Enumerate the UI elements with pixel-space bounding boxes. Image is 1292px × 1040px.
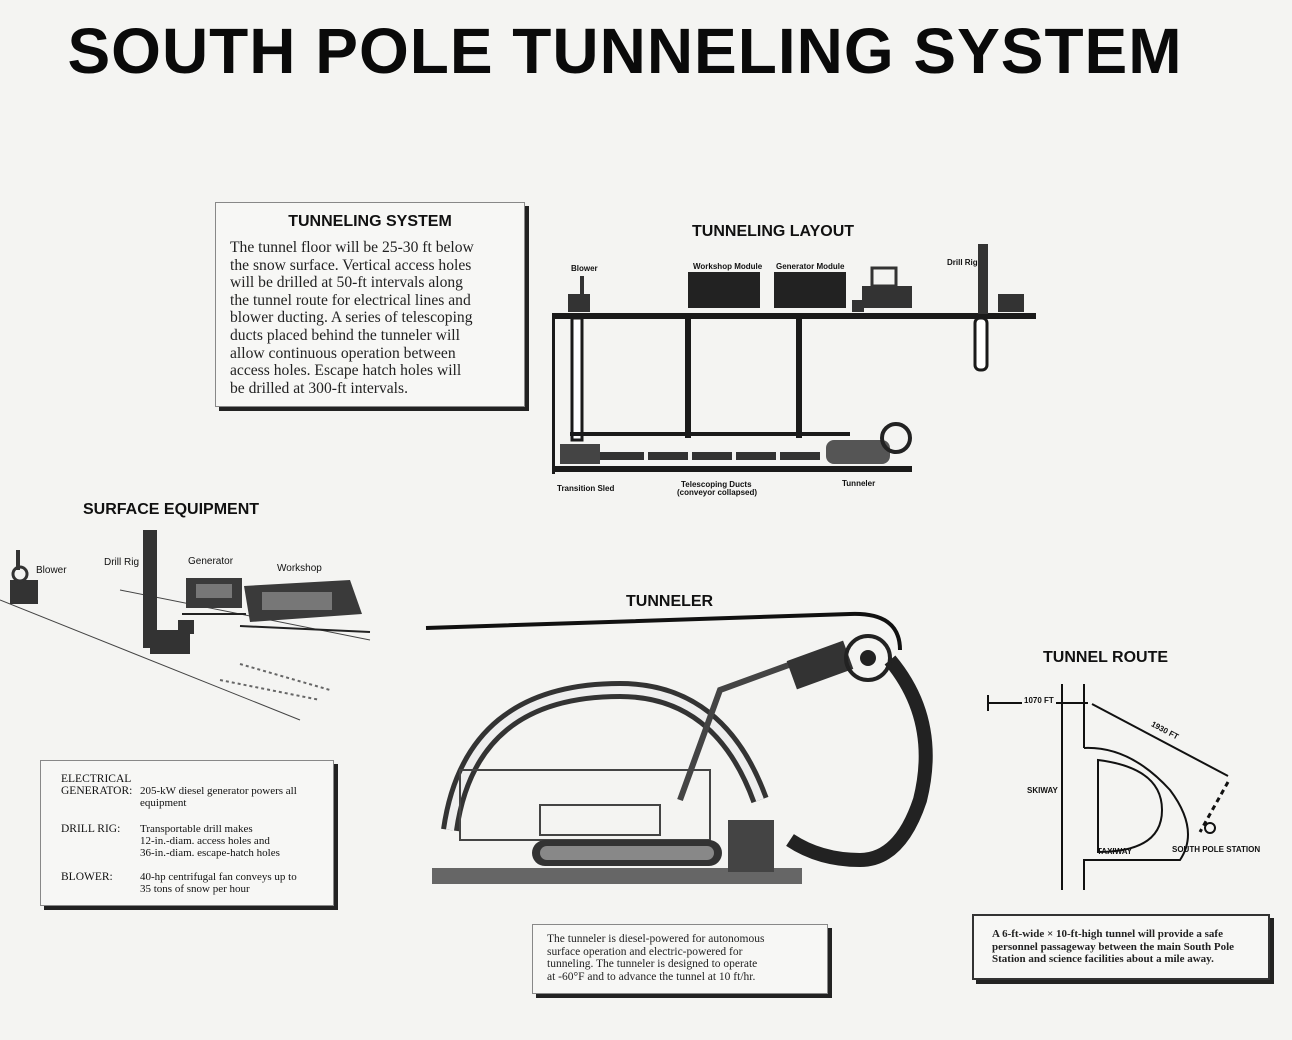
surface-workshop (239, 580, 371, 633)
layout-label-transition-sled: Transition Sled (557, 484, 615, 493)
surface-equipment-specs-box: ELECTRICAL GENERATOR: 205-kW diesel gene… (40, 760, 334, 906)
spec-desc-line: 35 tons of snow per hour (140, 883, 250, 895)
route-label-1070: 1070 FT (1022, 696, 1056, 705)
layout-bulldozer (852, 266, 912, 312)
surface-label-workshop: Workshop (277, 563, 322, 574)
tunnel-route-caption-line: personnel passageway between the main So… (992, 940, 1235, 953)
spec-term: BLOWER: (61, 871, 113, 883)
snow-surface-line (552, 313, 1036, 319)
surface-label-blower: Blower (36, 565, 67, 576)
tunneling-system-heading: TUNNELING SYSTEM (288, 213, 452, 230)
spec-desc-line: 36-in.-diam. escape-hatch holes (140, 847, 280, 859)
tunneling-system-text: The tunnel floor will be 25-30 ft below … (230, 239, 520, 397)
tunnel-roof (570, 432, 850, 436)
spec-desc-line: 12-in.-diam. access holes and (140, 835, 270, 847)
tunneler-caption-box: The tunneler is diesel-powered for auton… (532, 924, 828, 994)
spec-desc-line: Transportable drill makes (140, 823, 253, 835)
surface-blower (10, 550, 38, 604)
tunneler-caption-line: The tunneler is diesel-powered for auton… (547, 933, 765, 945)
drill-shaft (973, 316, 989, 372)
layout-label-workshop-module: Workshop Module (693, 262, 763, 271)
layout-blower (568, 294, 590, 312)
tunneling-layout-heading: TUNNELING LAYOUT (692, 223, 855, 240)
tunneler-caption-line: surface operation and electric-powered f… (547, 945, 743, 958)
spec-term-line: GENERATOR: (61, 785, 133, 797)
workshop-module (688, 272, 760, 308)
layout-label-blower: Blower (571, 264, 598, 273)
tunneling-system-line: access holes. Escape hatch holes will (230, 362, 462, 380)
spec-desc: 40-hp centrifugal fan conveys up to 35 t… (140, 871, 330, 895)
access-shaft (796, 318, 802, 438)
layout-tunneler (826, 422, 912, 464)
tunnel-route-caption-box: A 6-ft-wide × 10-ft-high tunnel will pro… (972, 914, 1270, 980)
tunneler-heading: TUNNELER (626, 593, 714, 610)
tunneling-system-line: the tunnel route for electrical lines an… (230, 291, 471, 309)
tunneling-system-line: ducts placed behind the tunneler will (230, 326, 460, 344)
tunneling-system-line: The tunnel floor will be 25-30 ft below (230, 239, 474, 256)
tunnel-route-heading: TUNNEL ROUTE (1043, 649, 1169, 666)
tunnel-floor (552, 466, 912, 472)
surface-drill-rig (143, 530, 194, 654)
spec-term-line: ELECTRICAL (61, 773, 132, 785)
tunneler-caption-line: at -60°F and to advance the tunnel at 10… (547, 970, 756, 983)
tunnel-route-caption-line: Station and science facilities about a m… (992, 953, 1214, 965)
tunneling-system-line: be drilled at 300-ft intervals. (230, 379, 408, 397)
tunneler-caption: The tunneler is diesel-powered for auton… (547, 933, 827, 983)
surface-label-drill-rig: Drill Rig (104, 557, 139, 568)
tunnel-route-caption: A 6-ft-wide × 10-ft-high tunnel will pro… (992, 928, 1264, 966)
route-label-station: SOUTH POLE STATION (1172, 845, 1261, 854)
layout-label-generator-module: Generator Module (776, 262, 845, 271)
spec-term: ELECTRICAL GENERATOR: (61, 773, 141, 797)
layout-label-tunneler: Tunneler (842, 479, 876, 488)
generator-module (774, 272, 846, 308)
diagram-frame (552, 319, 555, 474)
layout-label-conveyor-collapsed: (conveyor collapsed) (677, 488, 758, 497)
tunnel-route-caption-line: A 6-ft-wide × 10-ft-high tunnel will pro… (992, 928, 1223, 940)
tunneling-system-line: allow continuous operation between (230, 344, 456, 362)
access-shaft (570, 316, 584, 442)
surface-label-generator: Generator (188, 556, 234, 567)
layout-label-telescoping-ducts: Telescoping Ducts (681, 480, 752, 489)
tunnel-ground (432, 868, 802, 884)
page-title: SOUTH POLE TUNNELING SYSTEM (67, 15, 1183, 87)
spec-desc-line: 205-kW diesel generator powers all (140, 785, 297, 797)
access-shaft (685, 318, 691, 438)
spec-term: DRILL RIG: (61, 823, 121, 835)
telescoping-ducts (600, 452, 820, 460)
tunneling-system-line: blower ducting. A series of telescoping (230, 309, 473, 327)
spec-desc-line: 40-hp centrifugal fan conveys up to (140, 871, 297, 883)
route-label-skiway: SKIWAY (1027, 786, 1058, 795)
spec-desc: Transportable drill makes 12-in.-diam. a… (140, 823, 330, 859)
surface-equipment-heading: SURFACE EQUIPMENT (83, 501, 260, 518)
layout-label-drill-rig: Drill Rig (947, 258, 978, 267)
surface-generator (182, 578, 246, 615)
tunneling-system-box: TUNNELING SYSTEM The tunnel floor will b… (215, 202, 525, 407)
tunneling-system-line: will be drilled at 50-ft intervals along (230, 274, 463, 292)
route-label-taxiway: TAXIWAY (1097, 847, 1133, 856)
cutter-head (786, 634, 892, 690)
tunneler-tracks (532, 840, 722, 866)
tunneling-system-line: the snow surface. Vertical access holes (230, 256, 472, 274)
transition-sled (560, 444, 600, 464)
spec-desc: 205-kW diesel generator powers all equip… (140, 785, 330, 809)
station-marker (1204, 822, 1216, 834)
layout-drill-rig (978, 244, 1024, 314)
tunneler-caption-line: tunneling. The tunneler is designed to o… (547, 958, 758, 970)
spec-desc-line: equipment (140, 797, 187, 809)
